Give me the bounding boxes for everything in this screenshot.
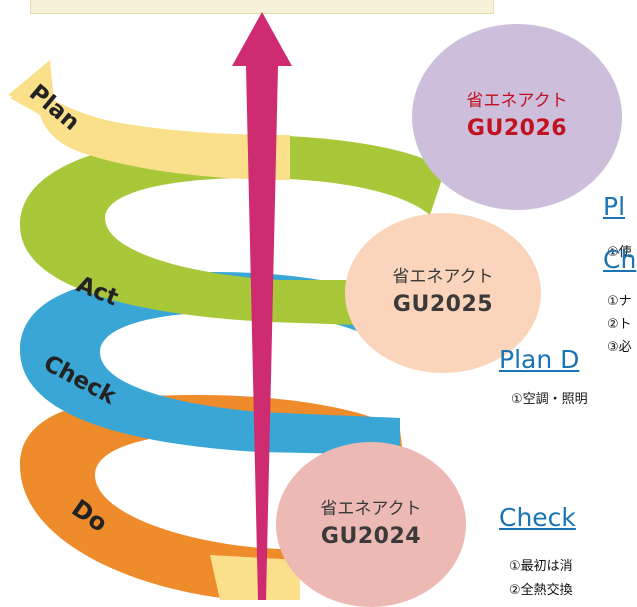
line-ch-3: ③必 — [607, 340, 632, 355]
line-check-1: ①最初は消 — [509, 559, 573, 574]
circle-gu2024-main: GU2024 — [320, 523, 422, 549]
heading-plan-d: Plan D — [499, 345, 580, 374]
circle-gu2025: 省エネアクト GU2025 — [345, 213, 541, 373]
act-ring — [20, 135, 445, 325]
line-ch-1: ①ナ — [607, 294, 632, 309]
circle-gu2024-sub: 省エネアクト — [320, 498, 422, 519]
check-ring — [20, 272, 400, 455]
plan-ring — [10, 85, 290, 180]
plan-arrowhead — [8, 60, 55, 112]
circle-gu2026: 省エネアクト GU2026 — [412, 24, 622, 210]
line-ch-2: ②ト — [607, 317, 632, 332]
heading-pl: Pl — [603, 192, 626, 221]
heading-ch: Ch — [603, 245, 637, 274]
circle-gu2026-sub: 省エネアクト — [466, 91, 568, 111]
circle-gu2025-main: GU2025 — [392, 292, 494, 317]
do-ring — [20, 395, 405, 600]
circle-gu2026-main: GU2026 — [466, 116, 568, 141]
do-ring-tail — [210, 555, 300, 600]
line-check-2: ②全熱交換 — [509, 583, 573, 598]
line-plan-d-1: ①空調・照明 — [511, 392, 588, 407]
circle-gu2025-sub: 省エネアクト — [392, 267, 494, 287]
line-pl-1: ①使 — [607, 245, 632, 260]
heading-check: Check — [499, 503, 576, 532]
circle-gu2024: 省エネアクト GU2024 — [276, 442, 466, 607]
upward-arrow — [232, 12, 292, 600]
